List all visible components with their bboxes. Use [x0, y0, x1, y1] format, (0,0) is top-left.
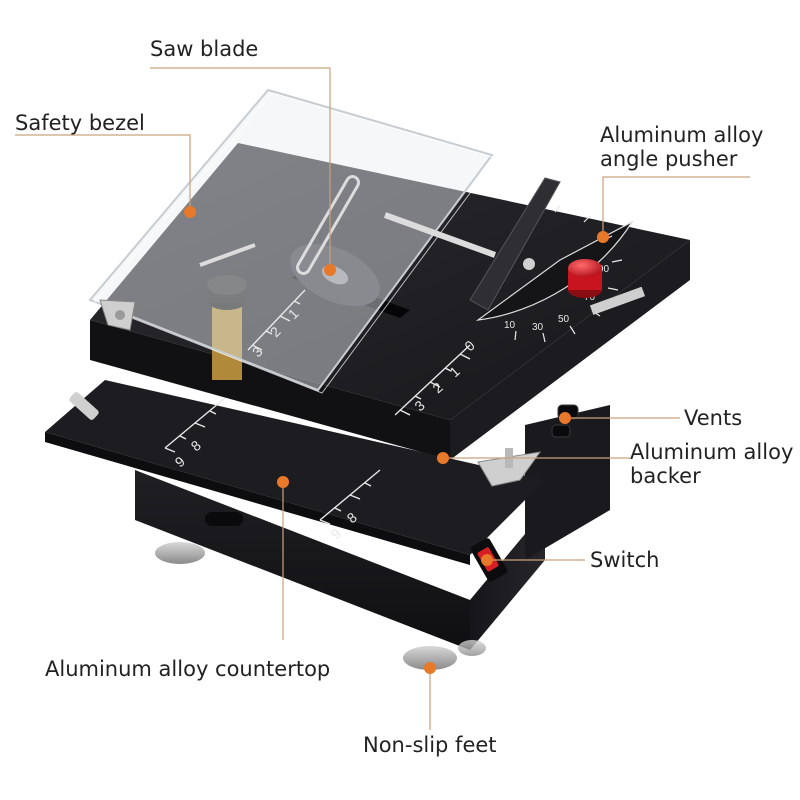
callout-markers — [184, 206, 609, 674]
ruler-left — [164, 397, 226, 453]
marker-countertop — [277, 476, 289, 488]
angle-slider-bar — [589, 286, 646, 315]
label-saw-blade: Saw blade — [150, 37, 259, 61]
leader-safety-bezel — [15, 134, 191, 212]
protractor-30: 30 — [532, 322, 544, 333]
marker-backer — [437, 452, 449, 464]
label-backer-line2: backer — [630, 464, 701, 488]
bezel-ruler — [247, 289, 306, 351]
label-safety-bezel: Safety bezel — [15, 111, 145, 135]
red-knob-icon — [568, 259, 602, 298]
leader-saw-blade — [150, 67, 331, 270]
leader-angle-pusher — [602, 176, 750, 237]
ruler-middle — [319, 469, 381, 525]
vents — [551, 404, 579, 438]
label-switch: Switch — [590, 548, 660, 572]
bezel-hinge-icon — [99, 299, 136, 331]
non-slip-feet — [155, 542, 486, 670]
safety-bezel — [88, 88, 497, 394]
countertop-extension — [45, 380, 545, 565]
label-backer: Aluminum alloy backer — [630, 440, 793, 488]
leader-lines — [15, 67, 750, 730]
label-countertop: Aluminum alloy countertop — [45, 657, 331, 681]
label-vents: Vents — [684, 406, 743, 430]
protractor-10: 10 — [504, 320, 516, 331]
marker-switch — [481, 554, 493, 566]
label-angle-pusher-line2: angle pusher — [600, 147, 738, 171]
table-ruler — [394, 344, 471, 416]
marker-saw-blade — [324, 264, 336, 276]
marker-safety-bezel — [184, 206, 196, 218]
protractor-90: 90 — [598, 264, 610, 275]
marker-angle-pusher — [597, 231, 609, 243]
label-backer-line1: Aluminum alloy — [630, 440, 794, 464]
label-angle-pusher: Aluminum alloy angle pusher — [600, 123, 763, 171]
protractor-50: 50 — [558, 314, 570, 325]
marker-feet — [424, 662, 436, 674]
label-angle-pusher-line1: Aluminum alloy — [600, 123, 764, 147]
marker-vents — [559, 412, 571, 424]
fence-clamp — [207, 275, 247, 380]
label-feet: Non-slip feet — [363, 733, 497, 757]
